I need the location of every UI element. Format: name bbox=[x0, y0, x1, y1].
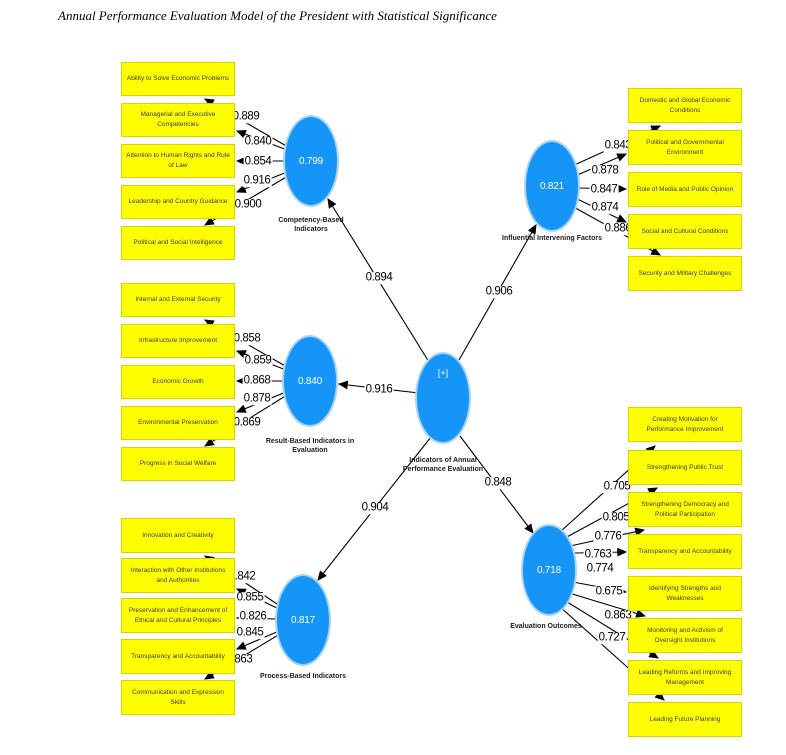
indicator-box-result-4: Environmental Preservation bbox=[121, 406, 235, 440]
latent-value: 0.840 bbox=[297, 375, 323, 387]
indicator-box-outcomes-1: Creating Motivation for Performance Impr… bbox=[628, 407, 742, 442]
latent-ellipse-process: 0.817 bbox=[277, 576, 329, 664]
loading-value: 0.847 bbox=[589, 183, 619, 196]
indicator-box-outcomes-7: Leading Reforms and Improving Management bbox=[628, 660, 742, 695]
latent-label-center: Indicators of Annual Performance Evaluat… bbox=[402, 457, 484, 474]
indicator-box-competency-3: Attention to Human Rights and Rule of La… bbox=[121, 144, 235, 178]
path-coefficient: 0.894 bbox=[364, 271, 394, 284]
loading-value: 0.826 bbox=[238, 610, 268, 623]
loading-value: 0.858 bbox=[232, 332, 262, 345]
path-coefficient: 0.906 bbox=[484, 285, 514, 298]
latent-value: 0.799 bbox=[298, 155, 324, 167]
loading-value: 0.863 bbox=[224, 653, 254, 666]
loading-value: 0.863 bbox=[603, 609, 633, 622]
latent-ellipse-intervening: 0.821 bbox=[526, 142, 578, 230]
latent-ellipse-outcomes: 0.718 bbox=[523, 526, 575, 614]
loading-value: 0.845 bbox=[235, 626, 265, 639]
loading-value: 0.843 bbox=[603, 139, 633, 152]
indicator-box-result-2: Infrastructure Improvement bbox=[121, 324, 235, 358]
loading-value: 0.675 bbox=[594, 585, 624, 598]
indicator-box-process-5: Communication and Expression Skills bbox=[121, 680, 235, 715]
loading-value: 0.763 bbox=[583, 548, 613, 561]
indicator-box-outcomes-4: Transparency and Accountability bbox=[628, 534, 742, 569]
indicator-box-competency-1: Ability to Solve Economic Problems bbox=[121, 62, 235, 96]
path-coefficient: 0.904 bbox=[360, 501, 390, 514]
indicator-box-competency-4: Leadership and Country Guidance bbox=[121, 185, 235, 219]
loading-value: 0.868 bbox=[242, 374, 272, 387]
latent-value: 0.821 bbox=[539, 180, 565, 192]
indicator-box-competency-5: Political and Social Intelligence bbox=[121, 226, 235, 260]
loading-value: 0.727 bbox=[597, 631, 627, 644]
latent-label-competency: Competency-Based Indicators bbox=[278, 217, 344, 234]
loading-value: 0.855 bbox=[235, 591, 265, 604]
indicator-box-outcomes-8: Leading Future Planning bbox=[628, 702, 742, 737]
indicator-box-result-3: Economic Growth bbox=[121, 365, 235, 399]
indicator-box-process-2: Interaction with Other Institutions and … bbox=[121, 558, 235, 593]
indicator-box-competency-2: Managerial and Executive Competencies bbox=[121, 103, 235, 137]
loading-value: 0.900 bbox=[233, 198, 263, 211]
indicator-box-result-1: Internal and External Security bbox=[121, 283, 235, 317]
loading-value: 0.776 bbox=[593, 530, 623, 543]
loading-value: 0.916 bbox=[242, 174, 272, 187]
indicator-box-process-1: Innovation and Creativity bbox=[121, 518, 235, 553]
loading-value: 0.840 bbox=[243, 135, 273, 148]
indicator-box-outcomes-3: Strengthening Democracy and Political Pa… bbox=[628, 492, 742, 527]
arrow-line bbox=[574, 153, 628, 177]
path-coefficient: 0.916 bbox=[364, 383, 394, 396]
indicator-box-intervening-1: Domestic and Global Economic Conditions bbox=[628, 88, 742, 123]
loading-value: 0.874 bbox=[590, 201, 620, 214]
latent-label-result: Result-Based Indicators in Evaluation bbox=[265, 438, 355, 455]
latent-value: 0.718 bbox=[536, 564, 562, 576]
diagram-title: Annual Performance Evaluation Model of t… bbox=[58, 8, 497, 23]
indicator-box-intervening-4: Social and Cultural Conditions bbox=[628, 214, 742, 249]
latent-ellipse-result: 0.840 bbox=[284, 337, 336, 425]
indicator-box-result-5: Progress in Social Welfare bbox=[121, 447, 235, 481]
center-plus-symbol: [+] bbox=[437, 368, 449, 378]
indicator-box-outcomes-5: Identifying Strengths and Weaknesses bbox=[628, 576, 742, 611]
latent-label-outcomes: Evaluation Outcomes bbox=[510, 623, 582, 630]
loading-value: 0.869 bbox=[232, 416, 262, 429]
path-coefficient: 0.848 bbox=[483, 476, 513, 489]
latent-label-intervening: Influential Intervening Factors bbox=[502, 235, 602, 242]
arrow-line bbox=[235, 630, 280, 650]
loading-value: 0.842 bbox=[227, 570, 257, 583]
loading-value: 0.859 bbox=[243, 354, 273, 367]
loading-value: 0.805 bbox=[601, 511, 631, 524]
loading-value: 0.774 bbox=[585, 562, 615, 575]
loading-value: 0.878 bbox=[590, 164, 620, 177]
latent-label-process: Process-Based Indicators bbox=[260, 673, 346, 680]
indicator-box-intervening-5: Security and Military Challenges bbox=[628, 256, 742, 291]
latent-ellipse-competency: 0.799 bbox=[285, 117, 337, 205]
loading-value: 0.886 bbox=[603, 222, 633, 235]
indicator-box-intervening-2: Political and Governmental Environment bbox=[628, 130, 742, 165]
indicator-box-process-3: Preservation and Enhancement of Ethical … bbox=[121, 598, 235, 633]
indicator-box-outcomes-6: Monitoring and Activism of Oversight Ins… bbox=[628, 618, 742, 653]
indicator-box-outcomes-2: Strengthening Public Trust bbox=[628, 450, 742, 485]
latent-ellipse-center bbox=[417, 354, 469, 442]
latent-value: 0.817 bbox=[290, 614, 316, 626]
loading-value: 0.889 bbox=[231, 110, 261, 123]
loading-value: 0.878 bbox=[242, 392, 272, 405]
indicator-box-intervening-3: Role of Media and Public Opinion bbox=[628, 172, 742, 207]
indicator-box-process-4: Transparency and Accountability bbox=[121, 639, 235, 674]
loading-value: 0.705 bbox=[602, 480, 632, 493]
loading-value: 0.854 bbox=[243, 155, 273, 168]
